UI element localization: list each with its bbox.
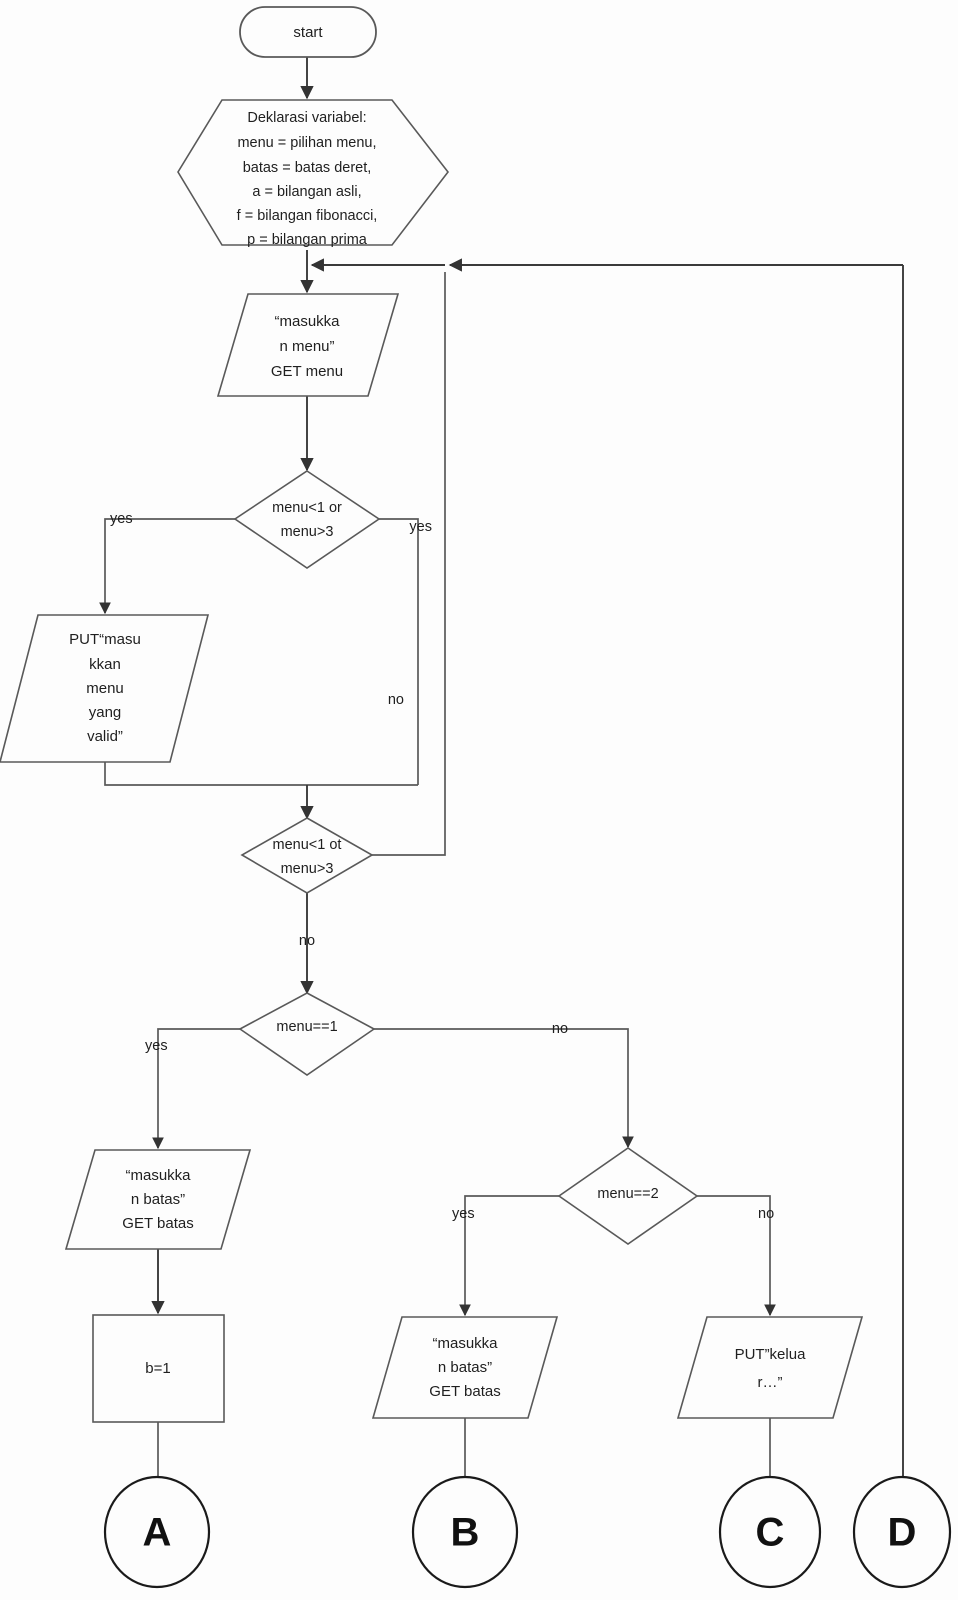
node-input-batas-1[interactable]: “masukka n batas” GET batas bbox=[64, 1149, 252, 1250]
connector-d-shape bbox=[852, 1475, 952, 1589]
edges-layer bbox=[99, 57, 904, 1478]
put-invalid-shape bbox=[0, 614, 210, 763]
put-invalid-line-4: yang bbox=[89, 704, 122, 721]
edge-label-loopback-yes: yes bbox=[409, 519, 432, 535]
declare-line-6: p = bilangan prima bbox=[247, 232, 368, 248]
connector-b-label: B bbox=[451, 1511, 480, 1555]
input-menu-shape bbox=[216, 293, 400, 397]
input-batas-1-shape bbox=[64, 1149, 252, 1250]
edge-decision-eq-1-no bbox=[374, 1028, 634, 1149]
connector-a-shape bbox=[103, 1475, 211, 1589]
edge-decision-eq-2-no bbox=[697, 1195, 776, 1317]
node-decision-menu-eq-1[interactable]: menu==1 bbox=[238, 992, 376, 1076]
input-batas-2-line-2: n batas” bbox=[438, 1359, 492, 1376]
node-connector-d[interactable]: D bbox=[852, 1475, 952, 1589]
put-invalid-line-3: menu bbox=[86, 680, 124, 697]
input-menu-line-2: n menu” bbox=[279, 338, 334, 355]
declare-line-2: menu = pilihan menu, bbox=[237, 135, 376, 151]
node-decision-menu-range-1[interactable]: menu<1 or menu>3 bbox=[233, 470, 381, 569]
edge-decision-range-1-yes bbox=[99, 518, 235, 615]
edge-label-range1-yes: yes bbox=[110, 511, 133, 527]
input-batas-2-shape bbox=[371, 1316, 559, 1419]
declare-line-1: Deklarasi variabel: bbox=[247, 110, 366, 126]
decision-eq-2-shape bbox=[557, 1147, 699, 1245]
put-invalid-line-1: PUT“masu bbox=[69, 631, 141, 648]
decision-range-2-shape bbox=[240, 817, 374, 894]
node-input-menu[interactable]: “masukka n menu” GET menu bbox=[216, 293, 400, 397]
declare-line-5: f = bilangan fibonacci, bbox=[237, 208, 378, 224]
edge-decision-eq-1-yes bbox=[152, 1028, 240, 1150]
edge-label-eq2-no: no bbox=[758, 1206, 774, 1222]
decision-range-1-line-2: menu>3 bbox=[281, 524, 334, 540]
decision-range-1-line-1: menu<1 or bbox=[272, 500, 342, 516]
node-process-b-assign[interactable]: b=1 bbox=[92, 1314, 225, 1423]
decision-range-1-shape bbox=[233, 470, 381, 569]
decision-range-2-line-2: menu>3 bbox=[281, 861, 334, 877]
input-menu-line-1: “masukka bbox=[274, 313, 340, 330]
start-label: start bbox=[293, 24, 323, 41]
declare-line-4: a = bilangan asli, bbox=[252, 184, 361, 200]
edge-label-range1-no: no bbox=[388, 692, 404, 708]
edge-label-eq1-yes: yes bbox=[145, 1038, 168, 1054]
node-put-keluar[interactable]: PUT”kelua r…” bbox=[676, 1316, 864, 1419]
connector-d-label: D bbox=[888, 1511, 917, 1555]
node-connector-c[interactable]: C bbox=[718, 1475, 822, 1589]
edge-decision-eq-2-yes bbox=[459, 1195, 559, 1317]
process-b-assign-shape bbox=[92, 1314, 225, 1423]
edge-put-invalid-to-merge bbox=[104, 762, 418, 786]
node-connector-a[interactable]: A bbox=[103, 1475, 211, 1589]
put-keluar-line-2: r…” bbox=[758, 1374, 783, 1391]
node-decision-menu-range-2[interactable]: menu<1 ot menu>3 bbox=[240, 817, 374, 894]
decision-eq-2-label: menu==2 bbox=[597, 1186, 658, 1202]
node-decision-menu-eq-2[interactable]: menu==2 bbox=[557, 1147, 699, 1245]
input-batas-1-line-3: GET batas bbox=[122, 1215, 193, 1232]
decision-range-2-line-1: menu<1 ot bbox=[273, 837, 342, 853]
declare-line-3: batas = batas deret, bbox=[243, 160, 372, 176]
input-batas-1-line-1: “masukka bbox=[125, 1167, 191, 1184]
node-input-batas-2[interactable]: “masukka n batas” GET batas bbox=[371, 1316, 559, 1419]
input-batas-2-line-3: GET batas bbox=[429, 1383, 500, 1400]
connector-c-label: C bbox=[756, 1511, 785, 1555]
connector-b-shape bbox=[411, 1475, 519, 1589]
declare-hexagon-shape bbox=[177, 99, 450, 246]
decision-eq-1-shape bbox=[238, 992, 376, 1076]
decision-eq-1-label: menu==1 bbox=[276, 1019, 337, 1035]
node-connector-b[interactable]: B bbox=[411, 1475, 519, 1589]
node-declare-variables[interactable]: Deklarasi variabel: menu = pilihan menu,… bbox=[177, 99, 450, 248]
put-keluar-line-1: PUT”kelua bbox=[735, 1346, 807, 1363]
node-start[interactable]: start bbox=[239, 6, 377, 58]
edge-label-eq2-yes: yes bbox=[452, 1206, 475, 1222]
start-shape bbox=[239, 6, 377, 58]
input-batas-1-line-2: n batas” bbox=[131, 1191, 185, 1208]
process-b-assign-label: b=1 bbox=[145, 1360, 170, 1377]
node-put-invalid-menu[interactable]: PUT“masu kkan menu yang valid” bbox=[0, 614, 210, 763]
edge-label-range2-no: no bbox=[299, 933, 315, 949]
connector-a-label: A bbox=[143, 1511, 172, 1555]
input-batas-2-line-1: “masukka bbox=[432, 1335, 498, 1352]
put-invalid-line-5: valid” bbox=[87, 728, 123, 745]
input-menu-line-3: GET menu bbox=[271, 363, 343, 380]
edge-decision-range-1-no bbox=[379, 518, 419, 785]
put-invalid-line-2: kkan bbox=[89, 656, 121, 673]
edge-decision-range-2-yes bbox=[372, 272, 446, 856]
edge-label-eq1-no: no bbox=[552, 1021, 568, 1037]
put-keluar-shape bbox=[676, 1316, 864, 1419]
connector-c-shape bbox=[718, 1475, 822, 1589]
edge-labels-layer: yes no yes no yes no yes no bbox=[110, 511, 774, 1222]
